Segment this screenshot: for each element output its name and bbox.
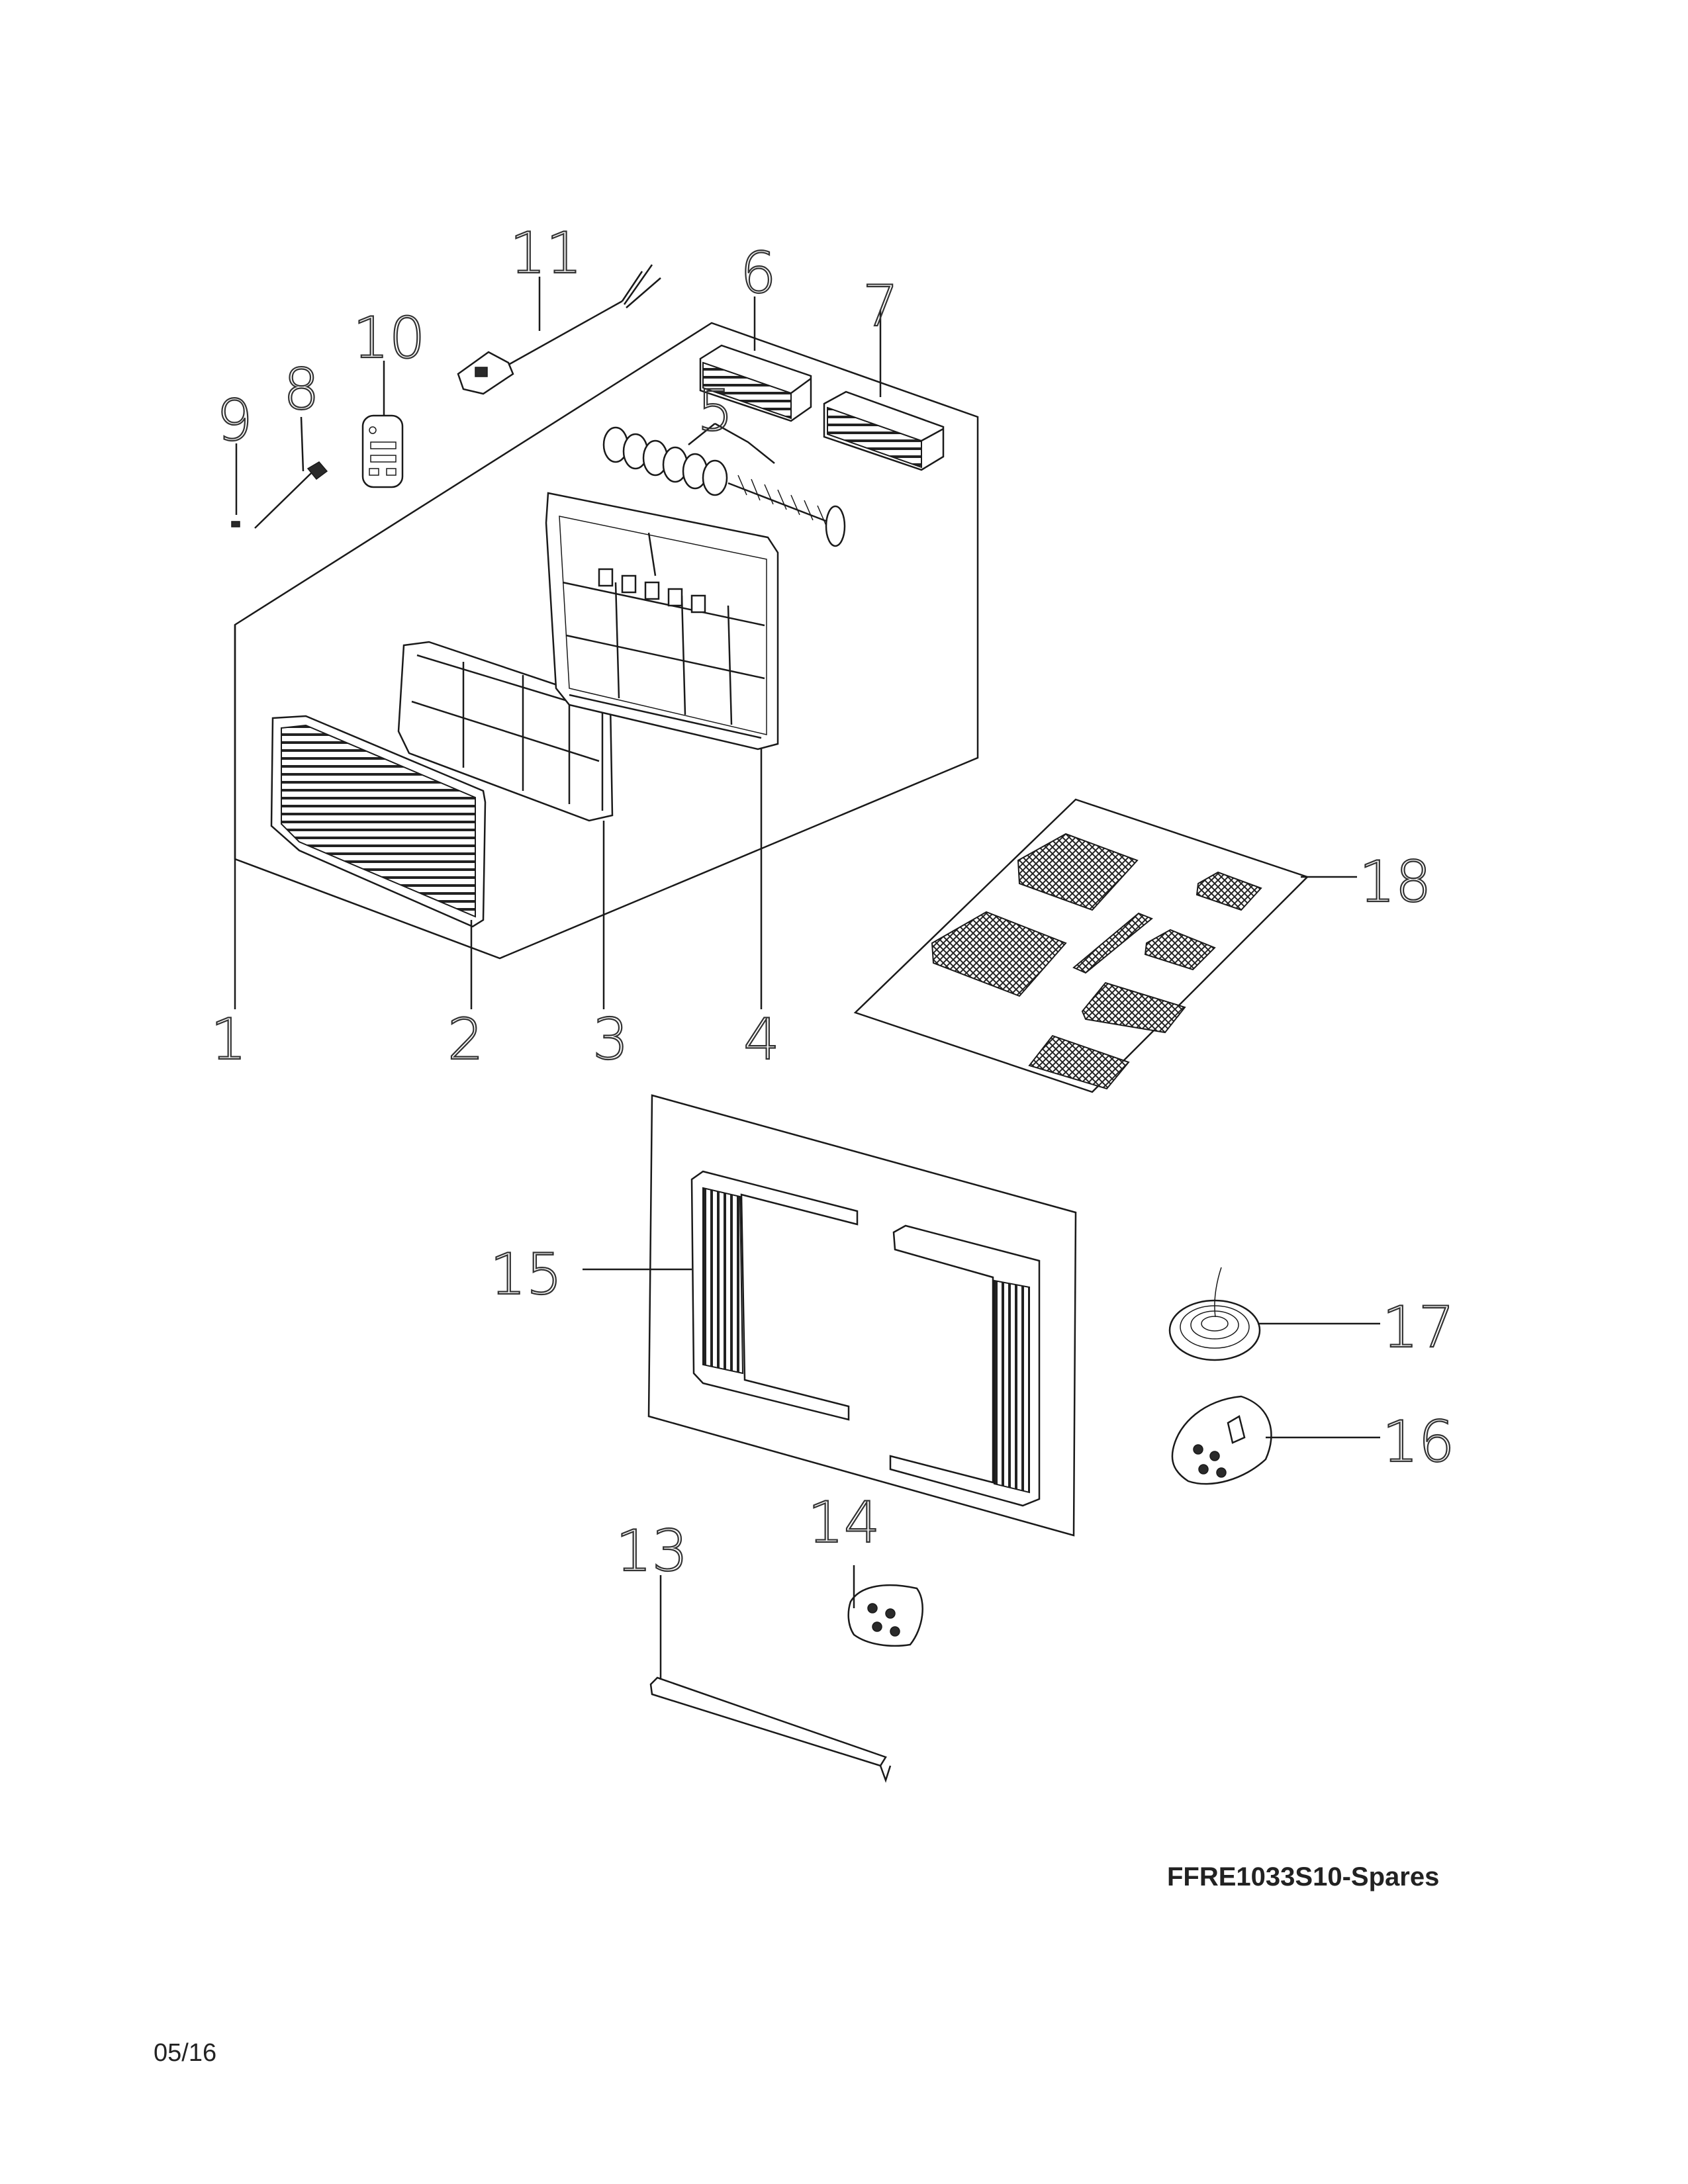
part-11-power-cord — [457, 264, 661, 395]
callout-13: 13 — [616, 1518, 688, 1584]
part-8-screw-bolt — [254, 461, 328, 529]
callout-2: 2 — [447, 1007, 484, 1073]
part-2-front-grille — [270, 715, 487, 928]
callout-leader-lines — [234, 277, 1380, 1680]
part-16-hardware-bag — [1171, 1395, 1272, 1485]
part-7-air-vent-right — [823, 390, 945, 471]
callout-14: 14 — [808, 1490, 880, 1556]
callout-15: 15 — [490, 1242, 562, 1308]
part-13-sill-channel — [649, 1676, 892, 1783]
callout-18: 18 — [1359, 849, 1431, 915]
part-9-small-pin — [231, 521, 240, 527]
date-code: 05/16 — [154, 2039, 217, 2067]
callout-16: 16 — [1382, 1409, 1454, 1475]
callout-1: 1 — [211, 1007, 247, 1073]
window-kit-group-outline — [647, 1094, 1077, 1537]
callout-9: 9 — [216, 388, 253, 454]
part-14-screw-bag — [847, 1584, 923, 1647]
part-18-insulation-kit — [853, 798, 1309, 1093]
part-6-air-vent-left — [699, 344, 812, 422]
callout-6: 6 — [740, 240, 776, 306]
callout-4: 4 — [743, 1007, 780, 1073]
callout-7: 7 — [863, 273, 899, 340]
part-4-front-frame — [545, 492, 779, 751]
model-caption: FFRE1033S10-Spares — [1167, 1862, 1440, 1891]
part-17-foam-seal-roll — [1168, 1267, 1261, 1361]
callout-10: 10 — [353, 305, 425, 371]
callout-11: 11 — [510, 220, 582, 287]
part-10-remote-control — [361, 414, 404, 488]
callout-5: 5 — [697, 378, 733, 444]
callout-8: 8 — [283, 357, 320, 423]
callout-3: 3 — [592, 1007, 629, 1073]
part-5-louver-assembly — [602, 426, 846, 547]
callout-17: 17 — [1382, 1295, 1454, 1361]
part-15-side-curtain-frame — [690, 1170, 1041, 1507]
